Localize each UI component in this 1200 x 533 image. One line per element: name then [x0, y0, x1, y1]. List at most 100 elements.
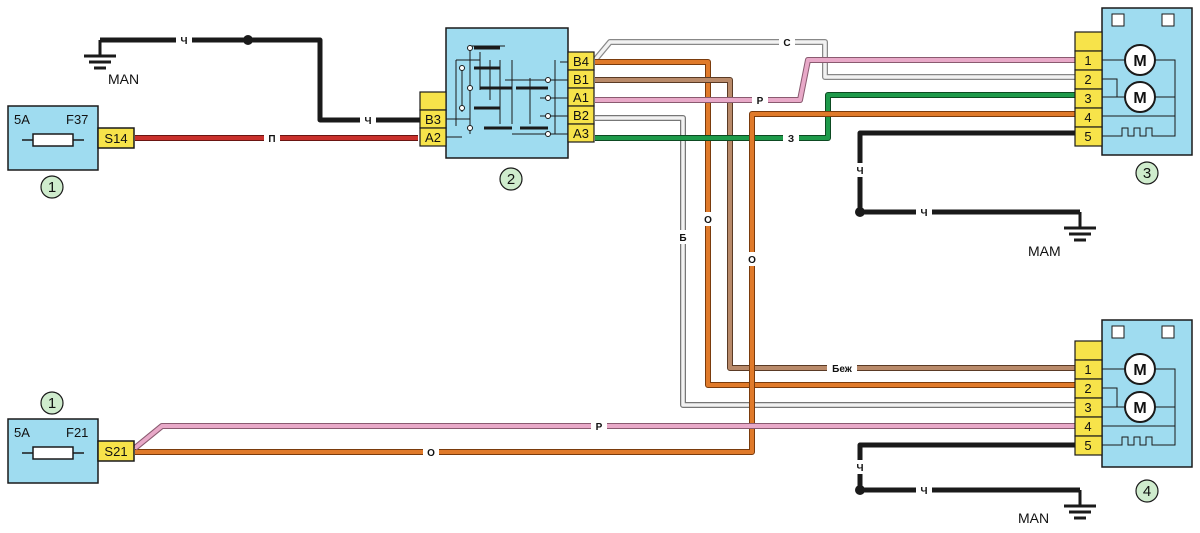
wire-label-o-orange-bottom: О	[423, 445, 439, 459]
svg-text:Ч: Ч	[920, 486, 927, 497]
motor-icon: M	[1124, 44, 1156, 76]
mirror-bottom-pin-3: 3	[1084, 400, 1091, 415]
svg-text:Ч: Ч	[364, 116, 371, 127]
wire-label-r-pink-bottom: Р	[591, 419, 607, 433]
wire-label-b-white: Б	[675, 230, 691, 244]
ground-top-left: MAN	[84, 40, 139, 87]
svg-text:О: О	[704, 215, 712, 226]
motor-icon: M	[1124, 81, 1156, 113]
switch-pin-b1: B1	[573, 72, 589, 87]
wire-label-p-red: П	[264, 131, 280, 145]
svg-text:З: З	[788, 134, 794, 145]
callout-mirror-top: 3	[1135, 161, 1159, 185]
ground-label-man-top: MAN	[108, 71, 139, 87]
wire-pink-s21-m4pin4	[133, 423, 1075, 451]
mirror-icon	[1111, 13, 1175, 27]
ground-bottom-right: MAN	[1018, 490, 1096, 526]
switch-contacts	[446, 45, 568, 138]
wire-label-s-gray: С	[779, 35, 795, 49]
svg-text:1: 1	[48, 179, 56, 196]
svg-text:1: 1	[48, 395, 56, 412]
svg-text:Ч: Ч	[920, 208, 927, 219]
switch-pin-a2: A2	[425, 130, 441, 145]
svg-text:Ч: Ч	[856, 166, 863, 177]
switch-contact-points	[459, 45, 551, 137]
fuse-bottom-pin: S21	[104, 444, 127, 459]
mirror-top-pin-2: 2	[1084, 72, 1091, 87]
svg-text:M: M	[1133, 90, 1146, 107]
switch-pin-b2: B2	[573, 108, 589, 123]
svg-text:Ч: Ч	[856, 463, 863, 474]
svg-text:Беж: Беж	[832, 364, 853, 375]
callout-switch: 2	[499, 167, 523, 191]
svg-text:2: 2	[507, 171, 515, 188]
wire-white-b2-m4pin3	[595, 115, 1075, 408]
motor-icon: M	[1124, 391, 1156, 423]
fuse-icon	[22, 446, 84, 460]
wire-label-ch-b3: Ч	[360, 113, 376, 127]
svg-text:С: С	[783, 38, 790, 49]
svg-text:О: О	[748, 255, 756, 266]
heater-icon	[1102, 426, 1176, 446]
motor-icon: M	[1124, 353, 1156, 385]
svg-text:Р: Р	[596, 422, 603, 433]
svg-text:Р: Р	[757, 96, 764, 107]
wire-label-ch-m3-vert: Ч	[852, 163, 868, 177]
switch-pin-b3: B3	[425, 112, 441, 127]
ground-mid-right: MAM	[1028, 212, 1096, 259]
svg-text:M: M	[1133, 400, 1146, 417]
svg-text:4: 4	[1143, 483, 1151, 500]
wire-label-ch-top: Ч	[176, 33, 192, 47]
wire-label-o-vertical-1: О	[700, 212, 716, 226]
heater-icon	[1102, 116, 1176, 137]
mirror-top-pin-3: 3	[1084, 91, 1091, 106]
wire-orange-s21-m3pin4	[135, 111, 1075, 455]
wire-label-ch-m4-vert: Ч	[852, 460, 868, 474]
wire-pink-a1-m3pin1	[595, 57, 1075, 103]
svg-text:О: О	[427, 448, 435, 459]
mirror-bottom-pin-2: 2	[1084, 381, 1091, 396]
switch-pin-b4: B4	[573, 54, 589, 69]
wire-label-r-pink-top: Р	[752, 93, 768, 107]
fuse-block-top: 5A F37 S14	[7, 105, 135, 171]
mirror-top-pin-5: 5	[1084, 129, 1091, 144]
fuse-icon	[22, 133, 84, 147]
switch-contact-bars	[474, 46, 548, 130]
wire-black-m3pin5-ground	[855, 130, 1080, 217]
callout-fuse-bottom: 1	[40, 391, 64, 415]
switch-pin-a1: A1	[573, 90, 589, 105]
svg-text:M: M	[1133, 53, 1146, 70]
mirror-bottom: 1 2 3 4 5 M M	[1074, 319, 1193, 468]
fuse-block-bottom: 5A F21 S21	[7, 418, 135, 484]
mirror-top-pin-4: 4	[1084, 110, 1091, 125]
fuse-top-rating: 5A	[14, 112, 30, 127]
callout-mirror-bottom: 4	[1135, 479, 1159, 503]
ground-label-man-bottom: MAN	[1018, 510, 1049, 526]
wire-label-z-green: З	[783, 131, 799, 145]
wire-label-ch-m4-horiz: Ч	[916, 483, 932, 497]
wire-black-ground-b3	[100, 35, 420, 123]
fuse-bottom-name: F21	[66, 425, 88, 440]
wire-orange-b4-m4pin2	[595, 59, 1075, 388]
wire-label-bezh: Беж	[827, 361, 857, 375]
svg-text:3: 3	[1143, 165, 1151, 182]
wire-label-o-vertical-2: О	[744, 252, 760, 266]
mirror-top-pin-1: 1	[1084, 53, 1091, 68]
mirror-switch: B3 A2 B4 B1 A1 B2 A3	[419, 27, 595, 159]
svg-text:Б: Б	[679, 233, 686, 244]
fuse-bottom-rating: 5A	[14, 425, 30, 440]
mirror-top: 1 2 3 4 5 M M	[1074, 7, 1193, 156]
svg-text:M: M	[1133, 362, 1146, 379]
mirror-icon	[1111, 325, 1175, 339]
mirror-bottom-pin-4: 4	[1084, 419, 1091, 434]
ground-label-mam: MAM	[1028, 243, 1061, 259]
svg-text:П: П	[268, 134, 275, 145]
mirror-bottom-pin-1: 1	[1084, 362, 1091, 377]
switch-pin-a3: A3	[573, 126, 589, 141]
wire-beige-b1-m4pin1	[595, 77, 1075, 371]
fuse-top-name: F37	[66, 112, 88, 127]
wire-label-ch-m3-horiz: Ч	[916, 205, 932, 219]
wire-gray-b4-m3pin2	[592, 39, 1075, 80]
